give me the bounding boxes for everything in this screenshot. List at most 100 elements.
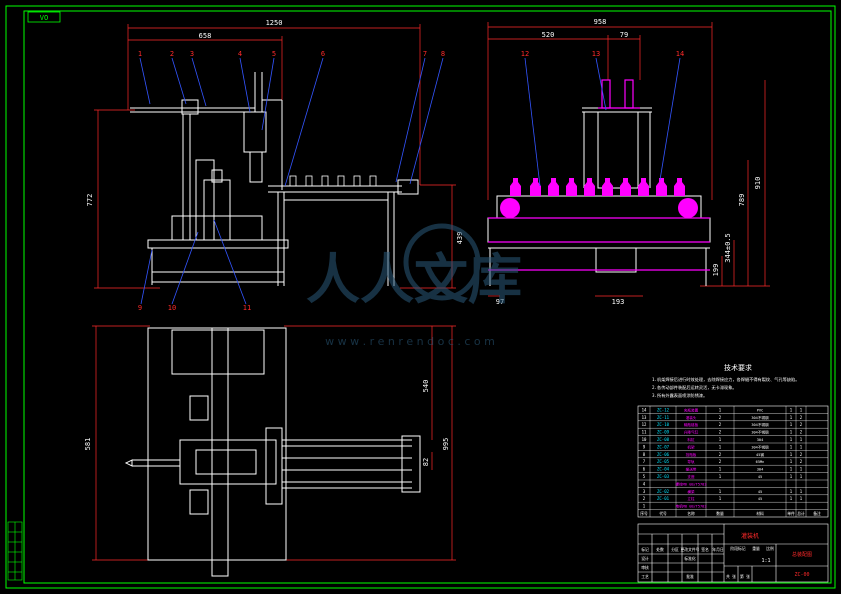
front-bottles [289,175,377,187]
bom-cell-no: 4 [643,481,646,486]
bom-cell-code: ZC-01 [657,496,670,501]
tb-label-change: 更改文件号 [681,547,700,552]
side-view: 958 520 79 910 789 344±0.5 199 193 97 [487,18,770,306]
side-dim-h3: 344±0.5 [724,233,732,263]
top-dim-r2: 82 [422,458,430,466]
bom-cell-no: 13 [642,415,647,420]
bom-cell-w2: 1 [800,437,803,442]
bom-cell-mat: 304 [757,438,764,442]
top-view: 581 540 82 995 [84,325,456,577]
watermark-url: w w w . r e n r e n d o c . c o m [325,335,495,348]
bom-header-name: 名称 [687,511,695,516]
bom-cell-mat: 45 [758,497,762,501]
drawing-border [5,5,836,589]
bom-cell-name: 灌装头 [686,415,697,420]
tb-label-approve: 批准 [686,574,694,579]
notes-title: 技术要求 [724,363,752,372]
watermark-text: 人人文库 [306,248,522,311]
bom-cell-qty: 2 [719,415,722,420]
bom-cell-no: 14 [642,407,647,412]
bom-header-note: 备注 [813,511,821,516]
side-magenta-parts [488,79,710,271]
tb-label-total: 共 张 [726,574,736,579]
bom-cell-name: 升降气缸 [684,430,699,435]
bom-cell-name: 输送带 [686,467,697,472]
top-dim-r1: 540 [422,380,430,393]
bom-cell-code: ZC-04 [657,467,670,472]
side-bottles [500,178,698,218]
dim-height: 772 [86,194,94,207]
bom-cell-w1: 1 [790,407,793,412]
bom-cell-qty: 1 [719,496,722,501]
side-leaders [524,57,681,187]
title-block: 标记 处数 分区 更改文件号 签名 年月日 设计 标准化 审核 工艺 批准 阶段… [637,523,829,583]
corner-code-box: VO [27,11,61,23]
drawing-number: ZC-00 [794,572,809,578]
bom-cell-name: 料缸 [687,437,695,442]
bom-cell-no: 12 [642,422,647,427]
bom-cell-code: ZC-05 [657,459,670,464]
front-part-labels: 1 2 3 4 5 6 7 8 9 10 11 [138,50,445,312]
notes-line-1: 1.机架焊接后进行时效处理，去除焊接应力，各焊缝不得有裂纹、气孔等缺陷。 [652,376,799,383]
side-dim-bottom: 193 [612,298,625,306]
top-machine-outline [124,327,421,577]
dim-left-width: 658 [199,32,212,40]
part-label-13: 13 [592,50,600,58]
bom-cell-w2: 1 [800,444,803,449]
bom-cell-no: 9 [643,444,646,449]
bom-cell-w1: 1 [790,489,793,494]
bom-cell-w2: 2 [800,415,803,420]
bom-cell-qty: 1 [719,407,722,412]
dim-conveyor-height: 439 [456,232,464,245]
corner-code: VO [40,14,48,22]
bom-cell-w1: 1 [790,415,793,420]
dim-total-width: 1250 [266,19,283,27]
left-strip [7,521,23,581]
bom-cell-no: 2 [643,496,646,501]
bom-cell-qty: 2 [719,459,722,464]
bom-cell-code: ZC-06 [657,452,670,457]
bom-cell-name: 电机M8 GB/T5783 [676,504,707,509]
bom-cell-w2: 1 [800,496,803,501]
bom-cell-w1: 1 [790,422,793,427]
bom-cell-name: 输瓶链板 [684,422,699,427]
bom-cell-w1: 1 [790,444,793,449]
bom-cell-mat: 45 [758,475,762,479]
front-machine-outline [130,72,419,286]
side-dim-offset: 97 [496,298,504,306]
part-label-1: 1 [138,50,142,58]
bom-cell-mat: 45钢 [756,452,764,457]
bom-cell-w2: 1 [800,467,803,472]
tb-label-process: 工艺 [641,574,649,579]
tb-label-scale: 比例 [766,546,774,551]
title-block-labels: 标记 处数 分区 更改文件号 签名 年月日 设计 标准化 审核 工艺 批准 阶段… [641,546,774,579]
front-leaders [139,57,444,305]
side-dim-total: 958 [594,18,607,26]
front-dim-lines [94,24,456,289]
bom-cell-w2: 2 [800,459,803,464]
bom-cell-mat: 65Mn [756,460,765,464]
bom-cell-w1: 1 [790,459,793,464]
bom-cell-mat: 45 [758,490,762,494]
renrendoc-logo-icon [403,223,481,301]
side-part-labels: 12 13 14 [521,50,684,58]
part-label-5: 5 [272,50,276,58]
tb-label-date: 年月日 [712,547,724,552]
bom-cell-qty: 1 [719,467,722,472]
bom-cell-qty: 1 [719,474,722,479]
side-dim-h4: 199 [712,264,720,277]
bom-header-w1: 单件 [787,511,795,516]
part-label-6: 6 [321,50,325,58]
bom-cell-no: 8 [643,452,646,457]
bom-cell-mat: 304不锈钢 [751,430,769,435]
bom-cell-w1: 1 [790,474,793,479]
bom-cell-w1: 1 [790,437,793,442]
part-label-2: 2 [170,50,174,58]
tb-label-design: 设计 [641,556,649,561]
bom-cell-w1: 1 [790,430,793,435]
bom-header-qty: 数量 [716,511,724,516]
bom-cell-code: ZC-12 [657,407,670,412]
front-view: 1250 658 772 439 [86,19,464,312]
tb-label-mark: 标记 [641,547,649,552]
